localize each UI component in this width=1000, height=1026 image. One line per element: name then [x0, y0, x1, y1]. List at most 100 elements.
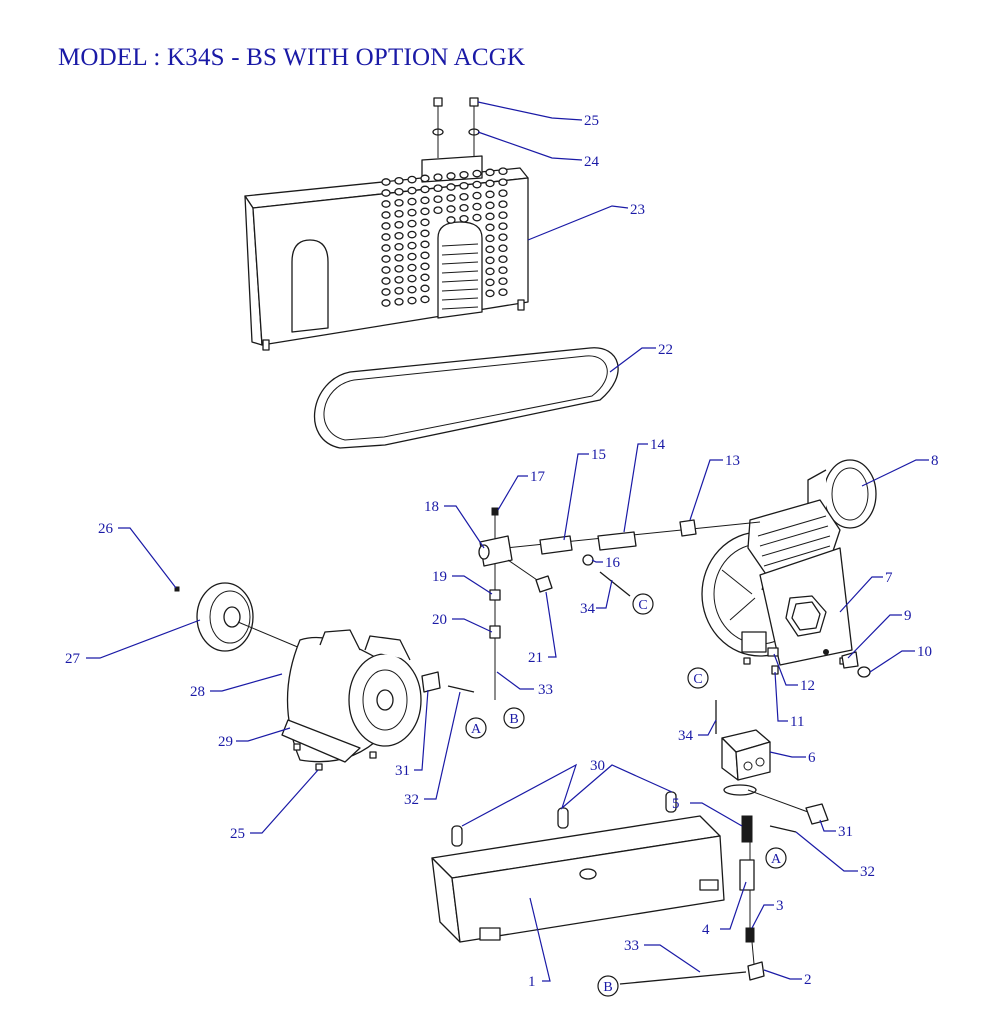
grille-hole: [394, 231, 404, 240]
grille-hole: [498, 222, 508, 231]
connection-ref-letter: A: [471, 722, 482, 737]
grille-hole: [472, 191, 482, 200]
connection-ref-b: B: [597, 975, 619, 997]
grille-hole: [485, 245, 495, 254]
callout-leader-34: [698, 719, 717, 736]
grille-hole: [381, 244, 391, 252]
grille-hole: [407, 274, 417, 283]
grille-hole: [420, 196, 430, 205]
callout-leader-20: [452, 618, 493, 633]
grille-hole: [459, 192, 469, 201]
diagram-title: MODEL : K34S - BS WITH OPTION ACGK: [58, 44, 526, 71]
motor-cord-fittings: [421, 671, 475, 693]
connection-ref-circle: [687, 667, 709, 689]
grille-hole: [446, 183, 456, 191]
grille-hole: [420, 295, 430, 304]
callout-label-20: 20: [432, 612, 447, 628]
callout-leader-22: [609, 347, 656, 373]
connection-ref-circle: [465, 717, 487, 739]
connection-ref-letter: B: [509, 712, 518, 727]
connection-ref-a: A: [765, 847, 787, 869]
grille-hole: [407, 230, 417, 239]
grille-hole: [394, 297, 404, 306]
callout-label-11: 11: [790, 714, 804, 730]
callout-leader-8: [861, 459, 929, 487]
callout-leader-29: [236, 727, 291, 742]
grille-hole: [407, 252, 417, 261]
grille-hole: [394, 220, 404, 229]
callout-label-14: 14: [650, 437, 666, 453]
belt-guard: [244, 155, 529, 351]
grille-hole: [394, 242, 404, 251]
callout-label-31: 31: [395, 763, 410, 779]
callout-leader-32: [795, 831, 858, 872]
callout-leader-5: [690, 802, 743, 827]
callout-leader-17: [497, 475, 528, 511]
callout-label-6: 6: [808, 750, 816, 766]
callout-leader-10: [869, 650, 915, 673]
callout-leader-4: [720, 881, 747, 930]
callout-leader-26: [118, 527, 177, 589]
callout-leader-23: [527, 205, 629, 241]
grille-hole: [420, 251, 430, 260]
callout-leader-30: [461, 763, 673, 827]
grille-hole: [407, 208, 417, 217]
v-belt: [313, 347, 619, 449]
grille-hole: [381, 200, 391, 208]
grille-hole: [459, 214, 469, 223]
callout-leader-25: [477, 101, 583, 121]
callout-label-29: 29: [218, 734, 233, 750]
callout-label-1: 1: [528, 974, 536, 990]
callout-leader-14: [623, 443, 648, 533]
motor-pulley: [174, 582, 301, 652]
grille-hole: [433, 173, 443, 182]
grille-hole: [485, 212, 495, 221]
callout-leader-31: [414, 689, 429, 771]
grille-hole: [394, 253, 404, 262]
grille-hole: [472, 202, 482, 211]
pressure-switch: [715, 700, 829, 833]
grille-hole: [381, 288, 391, 296]
grille-hole: [407, 241, 417, 250]
grille-slot: [441, 306, 479, 310]
callout-leader-24: [477, 131, 583, 161]
callout-label-8: 8: [931, 453, 939, 469]
grille-hole: [485, 289, 495, 298]
grille-hole: [498, 277, 508, 286]
check-valve-tee: [478, 507, 553, 700]
connection-ref-a: A: [465, 717, 487, 739]
grille-hole: [446, 216, 456, 224]
callout-label-16: 16: [605, 555, 621, 571]
grille-hole: [485, 267, 495, 276]
grille-hole: [381, 255, 391, 263]
grille-hole: [394, 198, 404, 207]
grille-hole: [485, 256, 495, 265]
callout-label-26: 26: [98, 521, 114, 537]
grille-hole: [485, 223, 495, 232]
callout-leader-13: [689, 459, 723, 521]
callout-label-18: 18: [424, 499, 439, 515]
callout-label-17: 17: [530, 469, 546, 485]
callout-leader-7: [839, 576, 883, 613]
callout-leader-19: [452, 575, 493, 595]
callout-leader-18: [444, 505, 485, 549]
callout-label-31: 31: [838, 824, 853, 840]
grille-hole: [459, 181, 469, 190]
callout-label-34: 34: [580, 601, 596, 617]
grille-hole: [394, 275, 404, 284]
grille-slot: [441, 297, 479, 301]
grille-hole: [472, 180, 482, 189]
grille-hole: [394, 187, 404, 196]
callout-label-13: 13: [725, 453, 740, 469]
grille-hole: [433, 184, 443, 193]
callout-leader-31: [819, 819, 836, 832]
grille-hole: [485, 234, 495, 243]
grille-hole: [381, 211, 391, 219]
grille-hole: [407, 186, 417, 195]
grille-hole: [420, 207, 430, 216]
grille-slot: [441, 261, 479, 265]
grille-hole: [446, 194, 456, 202]
callout-leader-15: [563, 453, 589, 541]
grille-hole: [381, 299, 391, 307]
